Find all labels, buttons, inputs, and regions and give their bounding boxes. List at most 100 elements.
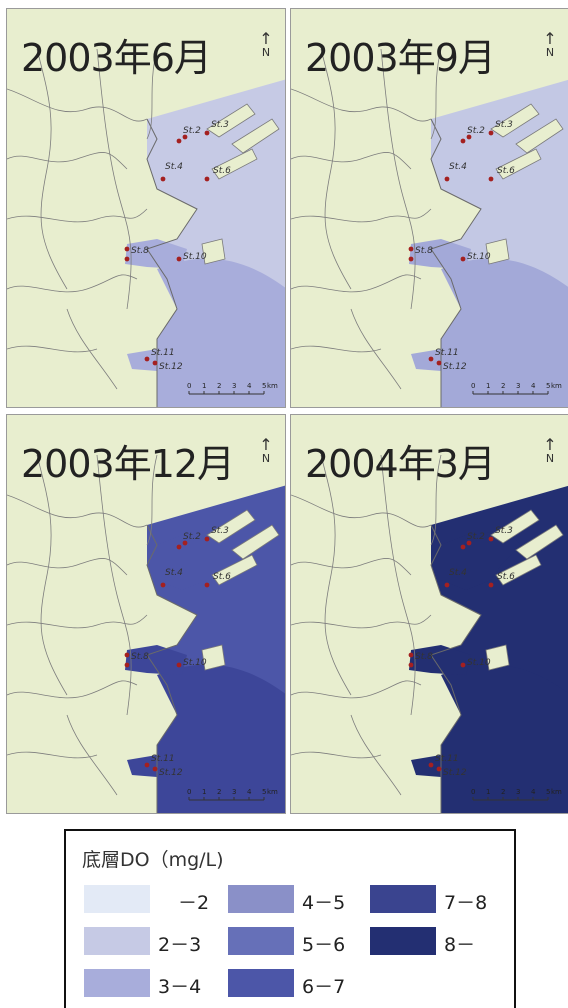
station-dot <box>176 256 182 262</box>
station-label: St.11 <box>435 348 459 358</box>
pier-landfill <box>495 148 542 180</box>
station-dot <box>460 256 466 262</box>
station-label: St.4 <box>449 162 467 172</box>
boundary-line <box>7 274 138 293</box>
boundary-line <box>96 454 132 716</box>
scale-tick-label: 1 <box>486 382 490 390</box>
legend-title: 底層DO（mg/L) <box>82 849 224 871</box>
scale-unit: km <box>551 788 562 796</box>
harbour-inlet <box>409 239 471 269</box>
pier-landfill <box>485 644 510 671</box>
scale-tick-label: 2 <box>217 788 221 796</box>
station-label: St.12 <box>443 768 467 778</box>
boundary-line <box>291 152 412 170</box>
scale-unit: km <box>267 382 278 390</box>
boundary-line <box>320 454 352 696</box>
scale-tick-label: 5 <box>546 382 550 390</box>
station-label: St.10 <box>467 252 491 262</box>
boundary-line <box>7 152 128 170</box>
boundary-line <box>380 454 416 716</box>
pier-landfill <box>495 554 542 586</box>
pier-landfill <box>231 524 280 560</box>
boundary-line <box>146 454 158 546</box>
scale-tick-label: 3 <box>516 382 520 390</box>
scale-tick-label: 4 <box>247 788 252 796</box>
legend-label: 8－ <box>444 934 476 956</box>
station-dot <box>144 356 150 362</box>
station-dot <box>408 246 414 252</box>
boundary-line <box>430 48 442 140</box>
station-dot <box>460 544 466 550</box>
north-arrow-icon: ↑N <box>259 435 273 465</box>
map-legend: 底層DO（mg/L) －2 2－3 3－4 4－5 5－6 6－7 7－8 8－ <box>64 829 516 1008</box>
station-dot <box>436 360 442 366</box>
harbour-inlet <box>127 755 172 777</box>
harbour-inlet <box>127 349 172 371</box>
north-arrow-icon: ↑N <box>259 29 273 59</box>
legend-label: 5－6 <box>302 934 346 956</box>
panel-title: 2003年12月 <box>21 442 235 486</box>
legend-swatch <box>228 885 294 913</box>
boundary-line <box>7 558 128 576</box>
harbour-inlet <box>411 349 456 371</box>
coastline <box>146 118 198 407</box>
station-dot <box>124 256 130 262</box>
harbour-inlet <box>157 530 237 590</box>
panel-title: 2004年3月 <box>305 442 496 486</box>
coastline <box>146 524 198 813</box>
scale-tick-label: 2 <box>501 382 505 390</box>
legend-label: 3－4 <box>158 976 202 998</box>
boundary-line <box>291 614 432 629</box>
station-label: St.11 <box>151 754 175 764</box>
station-dot <box>488 130 494 136</box>
station-dot <box>488 176 494 182</box>
station-dot <box>176 662 182 668</box>
station-label: St.6 <box>497 166 515 176</box>
station-label: St.10 <box>467 658 491 668</box>
legend-swatch <box>84 969 150 997</box>
pier-landfill <box>490 509 540 544</box>
scale-tick-label: 4 <box>531 788 536 796</box>
station-label: St.3 <box>211 120 229 130</box>
legend-swatch <box>84 885 150 913</box>
station-label: St.8 <box>415 652 433 662</box>
harbour-inlet <box>125 239 187 269</box>
station-dot <box>124 662 130 668</box>
scale-tick-label: 3 <box>232 788 236 796</box>
panel-title: 2003年9月 <box>305 36 496 80</box>
legend-label: 6－7 <box>302 976 346 998</box>
boundary-line <box>36 454 68 696</box>
station-dot <box>182 540 188 546</box>
pier-landfill <box>206 103 256 138</box>
scale-tick-label: 2 <box>217 382 221 390</box>
scale-tick-label: 3 <box>232 382 236 390</box>
boundary-line <box>36 48 68 290</box>
harbour-inlet <box>409 645 471 675</box>
station-label: St.6 <box>213 166 231 176</box>
scale-tick-label: 1 <box>486 788 490 796</box>
station-label: St.10 <box>183 658 207 668</box>
station-label: St.8 <box>131 652 149 662</box>
scale-tick-label: 2 <box>501 788 505 796</box>
station-label: St.4 <box>165 568 183 578</box>
boundary-line <box>291 208 432 223</box>
deep-water-area <box>157 664 285 813</box>
station-label: St.2 <box>183 532 201 542</box>
station-dot <box>176 544 182 550</box>
pier-landfill <box>211 148 258 180</box>
station-dot <box>408 256 414 262</box>
station-dot <box>428 356 434 362</box>
legend-label: －2 <box>178 892 210 914</box>
station-label: St.11 <box>151 348 175 358</box>
coastline <box>430 118 482 407</box>
station-dot <box>152 360 158 366</box>
legend-swatch <box>228 969 294 997</box>
scale-tick-label: 4 <box>247 382 252 390</box>
station-label: St.10 <box>183 252 207 262</box>
boundary-line <box>7 208 148 223</box>
